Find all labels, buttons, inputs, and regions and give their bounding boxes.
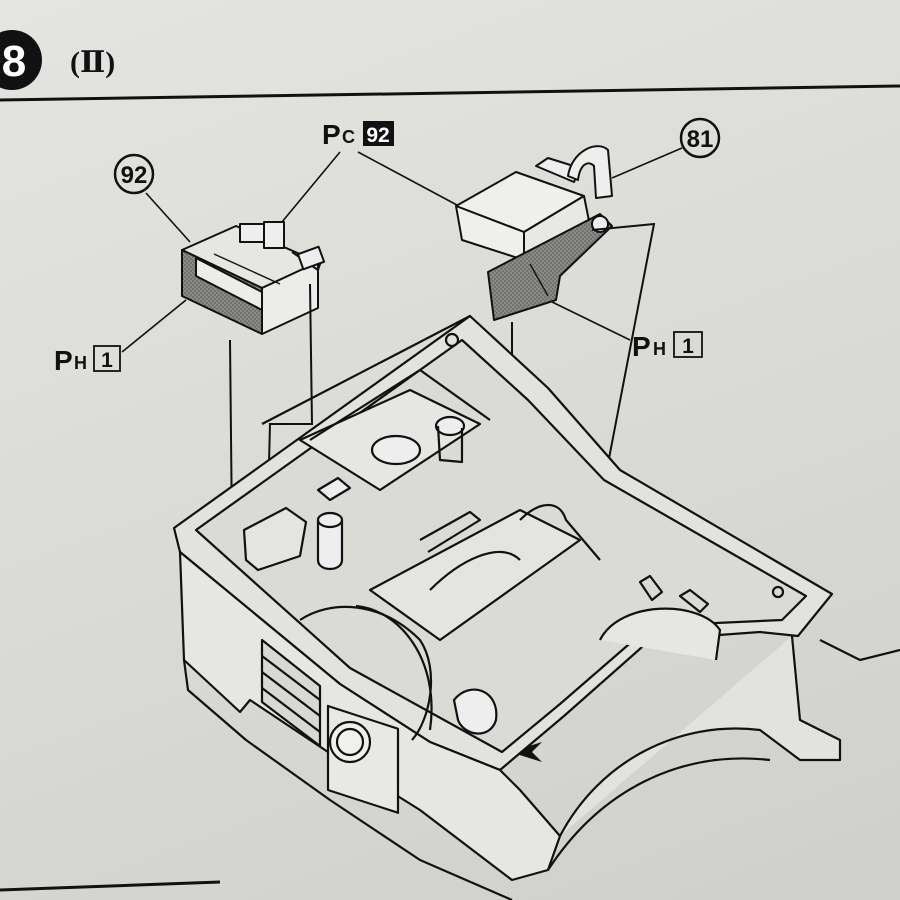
paint-prefix: P <box>632 331 651 362</box>
bracket-pin <box>678 588 710 614</box>
fender-arch-inner <box>547 757 771 871</box>
callout-paint-pc92: P C 92 <box>271 119 471 235</box>
hood-latch <box>444 332 460 348</box>
manifold <box>368 508 582 642</box>
leader-line <box>611 147 683 179</box>
bracket-pin <box>638 574 664 602</box>
fender-bolt <box>771 585 785 599</box>
battery-terminal <box>263 221 285 249</box>
grille-slat <box>261 655 321 701</box>
manifold-runner <box>419 510 482 553</box>
battery-tray <box>242 506 308 572</box>
paint-number-box <box>673 331 703 358</box>
battery-band <box>195 257 263 311</box>
filler-neck <box>434 415 466 437</box>
battery-side <box>261 261 319 335</box>
manifold-runner <box>429 550 521 591</box>
callout-part-92: 92 <box>113 153 191 243</box>
leader-line <box>145 192 191 243</box>
alternator <box>452 688 498 735</box>
step-subtitle: (Ⅱ) <box>70 46 115 79</box>
lamp-inner <box>335 727 365 757</box>
callout-paint-ph1-left: P H 1 <box>54 299 187 376</box>
air-cleaner-part-81 <box>455 145 613 321</box>
leader-line <box>121 299 187 353</box>
leader-line-right <box>357 151 471 213</box>
battery-terminal <box>296 245 326 271</box>
grille-slat <box>261 671 321 717</box>
front-panel <box>178 550 562 882</box>
fender-arch <box>559 635 842 837</box>
grille-slat <box>261 687 321 733</box>
part-number-circle <box>679 117 721 159</box>
header-rule <box>0 84 900 102</box>
leader-line-left <box>271 151 341 235</box>
leader-line <box>547 299 631 341</box>
callout-paint-ph1-right: P H 1 <box>547 299 703 362</box>
radiator-fan-ring <box>355 604 433 731</box>
distributor <box>316 520 344 571</box>
paint-sub: C <box>342 127 355 147</box>
step-number: 8 <box>2 37 26 86</box>
firewall-panel <box>309 368 491 441</box>
air-duct-pipe <box>567 145 613 199</box>
front-panel-lower <box>182 659 513 900</box>
filler-pipe <box>436 425 464 464</box>
fender-edge <box>819 639 900 662</box>
firewall-edge <box>261 315 471 425</box>
paint-number: 92 <box>366 124 389 147</box>
lamp <box>328 720 372 764</box>
part-number-81: 81 <box>687 126 714 153</box>
part-number-92: 92 <box>121 162 148 189</box>
paint-prefix: P <box>322 119 341 150</box>
step-header: 8 (Ⅱ) <box>0 30 900 102</box>
paint-number: 1 <box>101 349 113 372</box>
tray-block <box>316 476 352 502</box>
air-bracket <box>487 213 613 321</box>
strut-tower <box>599 607 722 661</box>
distributor-cap <box>316 511 344 529</box>
footer-rule <box>0 880 221 892</box>
hose <box>519 504 601 561</box>
paint-prefix: P <box>54 345 73 376</box>
part-number-circle <box>113 153 155 195</box>
engine-bay <box>172 314 900 900</box>
battery-part-92 <box>181 221 326 335</box>
paint-sub: H <box>74 353 87 373</box>
radiator-fan <box>299 605 433 741</box>
step-number-badge <box>0 30 42 90</box>
paint-number-box <box>93 345 121 372</box>
battery-cell-line <box>213 253 281 285</box>
oil-cap <box>370 434 422 466</box>
paint-number-box <box>363 121 394 146</box>
air-bracket-edge <box>529 263 549 297</box>
callout-part-81: 81 <box>611 117 721 179</box>
paint-sub: H <box>653 339 666 359</box>
paint-number: 1 <box>682 335 694 358</box>
